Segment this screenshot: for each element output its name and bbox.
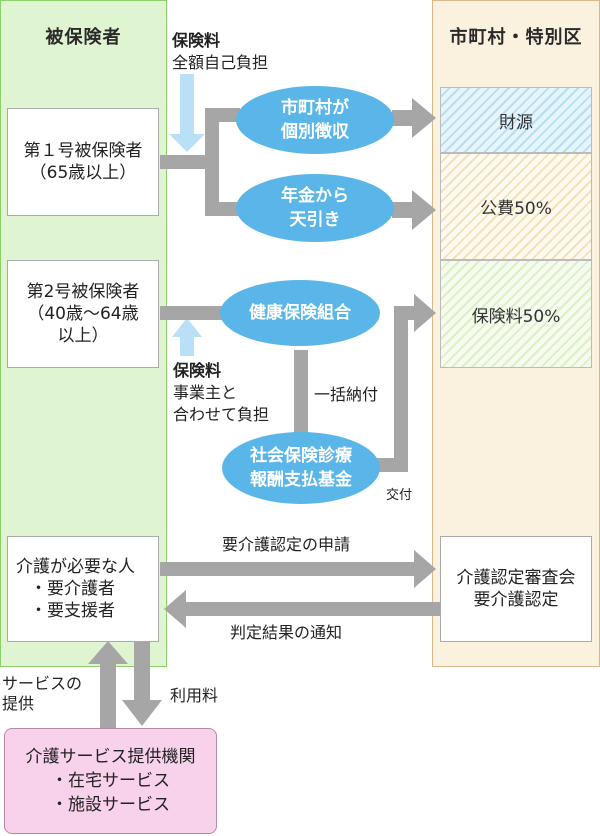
provider-facility: ・施設サービス [51,795,170,815]
premium2-label: 保険料 事業主と 合わせて負担 [173,360,269,426]
service-provider-box: 介護サービス提供機関 ・在宅サービス ・施設サービス [4,728,217,834]
first-insured-age: （65歳以上） [29,163,137,183]
lump-sum-label: 一括納付 [314,385,379,404]
service-arrow-shaft [100,660,116,728]
payment-fund-line2: 報酬支払基金 [250,470,352,490]
premium-share-box: 保険料50% [440,260,592,368]
pension-deduction-line2: 天引き [289,210,341,230]
premium2-title: 保険料 [173,361,222,380]
notification-label: 判定結果の通知 [230,623,343,642]
funding-source-label: 財源 [499,112,533,133]
individual-collection-line2: 個別徴収 [281,122,349,142]
application-label: 要介護認定の申請 [222,535,351,554]
premium-down-arrow [169,74,205,152]
second-insured-age-cont: 以上） [57,326,109,346]
fund-to-funding-head [414,294,436,332]
public-funds-box: 公費50% [440,153,592,260]
pension-to-funding-shaft [392,202,414,218]
premium-up-arrow [172,318,202,356]
needs-care-title: 介護が必要な人 [16,557,135,577]
individual-to-funding-shaft [392,110,414,126]
needs-care-type2: ・要支援者 [30,601,115,621]
public-funds-label: 公費50% [480,199,552,219]
needs-care-type1: ・要介護者 [30,579,115,599]
application-arrow-shaft [160,562,418,576]
premium2-desc1: 事業主と [173,383,238,402]
service-provision-line1: サービスの [2,674,83,693]
pension-deduction-line1: 年金から [281,186,349,206]
municipality-column-title: 市町村・特別区 [449,27,583,48]
service-arrow-head [88,641,128,664]
bracket-vertical [205,108,219,216]
provider-home: ・在宅サービス [51,771,170,791]
fund-connector-v [394,306,408,472]
premium1-label: 保険料 全額自己負担 [172,30,268,74]
fund-connector-top [394,306,416,320]
notification-arrow-head [164,590,186,628]
service-provision-line2: 提供 [2,694,35,713]
fee-arrow-head [122,700,162,726]
pension-to-funding-head [412,190,436,230]
bracket-top [205,108,240,122]
second-insured-box: 第2号被保険者 （40歳～64歳 以上） [7,260,159,368]
certification-box: 介護認定審査会 要介護認定 [440,536,592,642]
union-to-fund [294,350,308,434]
provider-title: 介護サービス提供機関 [25,747,196,767]
notification-arrow-shaft [182,602,440,616]
application-arrow-head [414,550,436,588]
individual-to-funding-head [412,98,436,138]
health-union-ellipse: 健康保険組合 [220,280,380,346]
first-insured-box: 第１号被保険者 （65歳以上） [7,108,159,216]
second-insured-connector [160,306,222,320]
usage-fee-label: 利用料 [170,686,219,705]
first-insured-name: 第１号被保険者 [23,141,143,161]
pension-deduction-ellipse: 年金から 天引き [236,174,394,242]
premium1-title: 保険料 [172,31,221,50]
individual-collection-line1: 市町村が [281,98,349,118]
funding-source-box: 財源 [440,87,592,153]
needs-care-box: 介護が必要な人 ・要介護者 ・要支援者 [7,536,159,642]
health-union-label: 健康保険組合 [249,303,351,323]
certification-result: 要介護認定 [473,590,559,610]
first-insured-connector [160,155,210,169]
certification-committee: 介護認定審査会 [456,568,576,588]
second-insured-name: 第2号被保険者 [26,282,140,302]
premium2-desc2: 合わせて負担 [173,405,270,424]
fee-arrow-shaft [134,640,150,704]
premium-share-label: 保険料50% [471,306,561,327]
bracket-bottom [205,202,240,216]
individual-collection-ellipse: 市町村が 個別徴収 [236,86,394,154]
second-insured-age: （40歳～64歳 [27,304,139,324]
service-provision-label: サービスの 提供 [2,674,82,714]
insured-column-title: 被保険者 [45,27,122,48]
payment-fund-ellipse: 社会保険診療 報酬支払基金 [222,432,380,504]
payment-fund-line1: 社会保険診療 [250,446,352,466]
premium1-desc: 全額自己負担 [172,53,269,72]
grant-label: 交付 [386,488,413,503]
